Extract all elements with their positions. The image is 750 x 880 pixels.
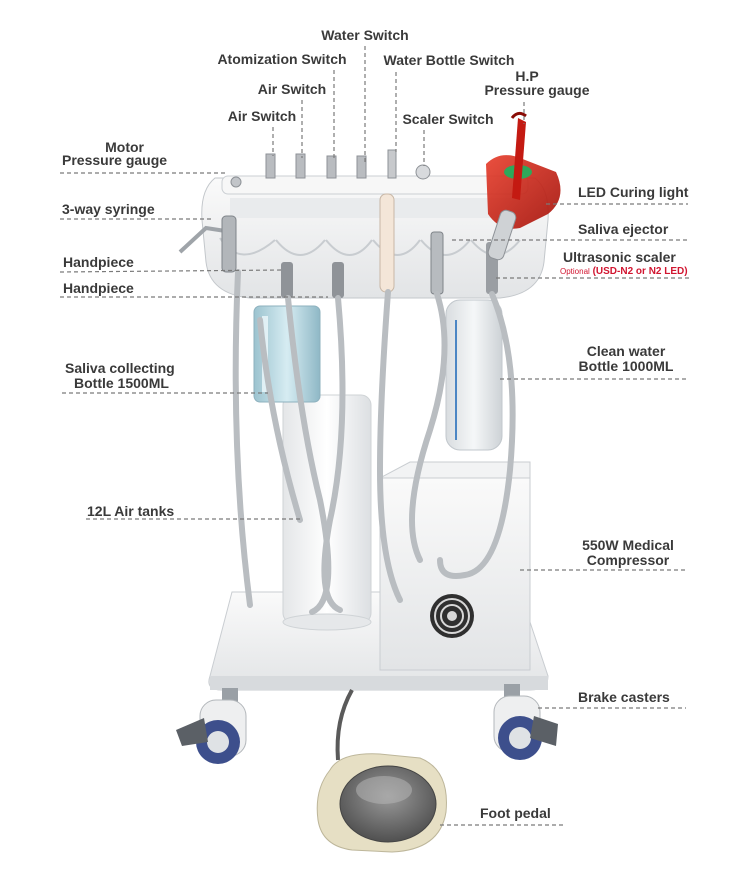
led-curing-light: [486, 111, 561, 261]
label-atomization-switch: Atomization Switch: [217, 51, 347, 67]
label-saliva-bottle-line2: Bottle 1500ML: [74, 375, 169, 391]
foot-pedal: [316, 689, 447, 853]
brake-caster-right: [493, 684, 558, 760]
label-motor-line1: Motor: [105, 139, 144, 155]
label-water-bottle-switch: Water Bottle Switch: [383, 52, 515, 68]
clean-water-bottle: [445, 299, 503, 451]
label-handpiece-1: Handpiece: [63, 254, 134, 270]
label-scaler-switch: Scaler Switch: [402, 111, 494, 127]
hoses: [232, 269, 516, 615]
label-air-tanks: 12L Air tanks: [87, 503, 175, 519]
label-clean-water-line2: Bottle 1000ML: [578, 358, 674, 374]
label-ultrasonic-scaler: Ultrasonic scaler: [563, 249, 676, 265]
label-water-switch: Water Switch: [321, 27, 409, 43]
label-saliva-bottle-line1: Saliva collecting: [65, 360, 175, 376]
label-compressor-line1: 550W Medical: [582, 537, 674, 553]
label-compressor-line2: Compressor: [586, 552, 670, 568]
label-foot-pedal: Foot pedal: [480, 805, 551, 821]
optional-models: (USD-N2 or N2 LED): [589, 266, 688, 277]
label-handpiece-2: Handpiece: [63, 280, 134, 296]
label-three-way-syringe: 3-way syringe: [62, 201, 155, 217]
label-brake-casters: Brake casters: [578, 689, 670, 705]
switch-knobs: [230, 149, 431, 188]
label-hp-line2: Pressure gauge: [484, 82, 590, 98]
optional-word: Optional: [560, 267, 590, 276]
label-motor-line2: Pressure gauge: [62, 152, 168, 168]
label-air-switch-upper: Air Switch: [257, 81, 327, 97]
brake-caster-left: [176, 688, 247, 764]
label-ultrasonic-optional: Optional (USD-N2 or N2 LED): [560, 266, 688, 277]
label-hp-line1: H.P: [515, 68, 539, 84]
label-clean-water-line1: Clean water: [586, 343, 666, 359]
label-led-curing-light: LED Curing light: [578, 184, 689, 200]
top-console: [201, 175, 549, 299]
fan-grille-icon: [430, 594, 474, 638]
label-saliva-ejector: Saliva ejector: [578, 221, 669, 237]
air-tank-column: [282, 394, 372, 631]
leader-lines: [59, 46, 690, 826]
label-air-switch-lower: Air Switch: [227, 108, 297, 124]
